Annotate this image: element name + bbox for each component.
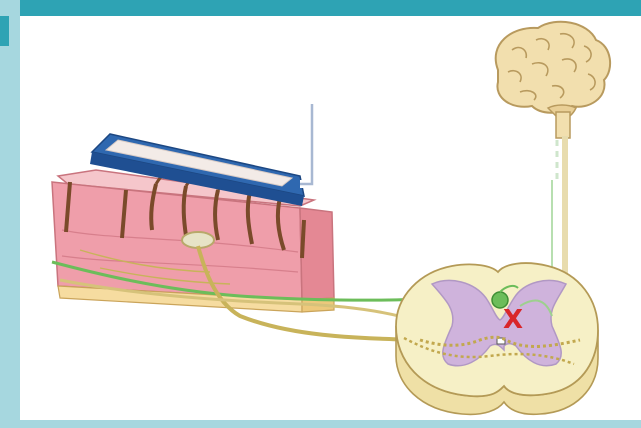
frame-corner-accent [0,16,9,46]
brain-illustration [496,22,610,138]
frame-top-border [0,0,641,16]
sensory-receptor [182,232,214,248]
frame-left-border [0,0,20,428]
frame-bottom-border [0,420,641,428]
diagram-canvas: X [20,16,641,420]
sensory-pathway-diagram: X [20,16,641,420]
spinal-cord-cross-section [396,263,598,414]
lesion-x-mark: X [503,305,523,335]
